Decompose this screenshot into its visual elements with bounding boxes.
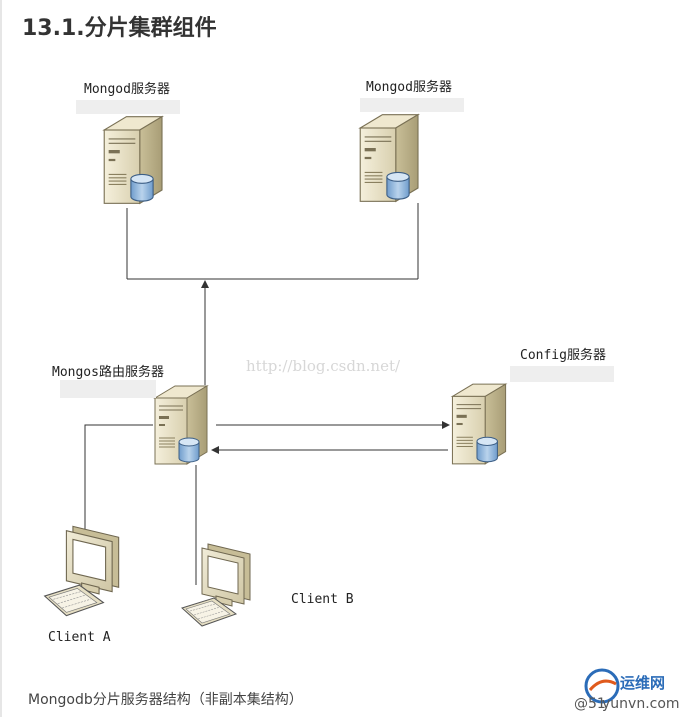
logo-swirl-icon	[584, 668, 620, 704]
config-server-icon	[451, 383, 507, 465]
logo-name: 运维网	[620, 674, 665, 692]
page-title: 13.1.分片集群组件	[22, 16, 217, 41]
mongod-right-label: Mongod服务器	[366, 79, 452, 95]
redacted-ip-blocks	[60, 98, 614, 398]
figure-caption: Mongodb分片服务器结构（非副本集结构）	[28, 692, 303, 708]
client-b-computer-icon	[181, 543, 251, 627]
logo-prefix: @51	[574, 696, 606, 712]
mongos-server-icon	[154, 385, 208, 465]
site-logo: 运维网 @51 yunvn.com	[574, 668, 680, 712]
mongod-left-server-icon	[103, 116, 163, 204]
mongod-left-label: Mongod服务器	[84, 81, 170, 97]
logo-domain: yunvn.com	[602, 696, 680, 712]
link-client-a	[84, 424, 153, 540]
connectors	[84, 203, 450, 585]
client-b-label: Client B	[291, 592, 354, 607]
mongod-right-server-icon	[359, 114, 419, 202]
client-a-label: Client A	[48, 630, 111, 645]
watermark-text: http://blog.csdn.net/	[246, 357, 401, 375]
config-label: Config服务器	[520, 347, 606, 363]
left-border	[0, 0, 2, 717]
mongos-label: Mongos路由服务器	[52, 364, 164, 380]
client-a-computer-icon	[44, 525, 120, 617]
